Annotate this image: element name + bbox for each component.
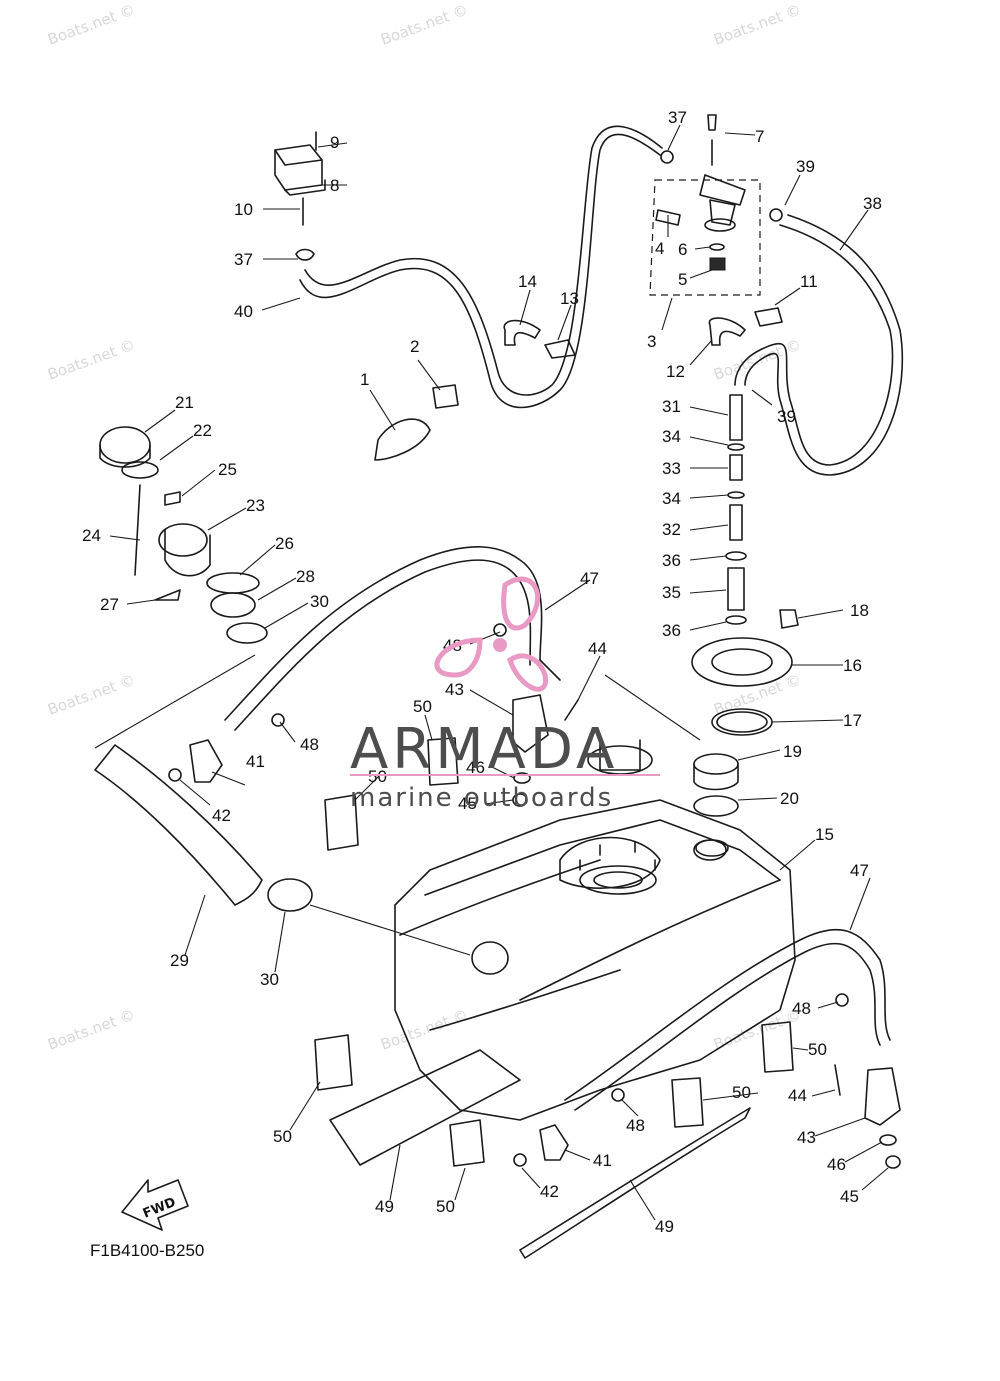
part-label: 30 [310,592,329,611]
part-label: 50 [413,697,432,716]
part-label: 48 [300,735,319,754]
fuel-hose-system [299,125,904,476]
brand-overlay: ARMADA marine outboards [350,576,660,813]
part-label: 32 [662,520,681,539]
bracket-parts [274,131,326,261]
part-label: 19 [783,742,802,761]
pads-and-sheets [314,737,794,1259]
watermark: Boats.net © [45,1006,137,1054]
leader-lines [94,124,889,1221]
part-label: 5 [678,270,687,289]
part-label: 24 [82,526,101,545]
part-label: 49 [655,1217,674,1236]
clamp-parts [374,307,783,461]
part-label: 48 [792,999,811,1018]
part-label: 31 [662,397,681,416]
part-label: 21 [175,393,194,412]
part-label: 30 [260,970,279,989]
filler-hose [94,744,471,956]
part-label: 14 [518,272,537,291]
part-label: 13 [560,289,579,308]
part-label: 17 [843,711,862,730]
part-label: 37 [234,250,253,269]
part-label: 1 [360,370,369,389]
part-label: 39 [796,157,815,176]
part-label: 22 [193,421,212,440]
part-label: 49 [375,1197,394,1216]
watermark: Boats.net © [711,336,803,384]
watermark: Boats.net © [45,671,137,719]
part-label: 35 [662,583,681,602]
part-label: 43 [797,1128,816,1147]
part-label: 37 [668,108,687,127]
watermark: Boats.net © [45,1,137,49]
part-label: 46 [827,1155,846,1174]
part-label: 3 [647,332,656,351]
watermark-layer: Boats.net © Boats.net © Boats.net © Boat… [45,1,803,1054]
part-label: 50 [273,1127,292,1146]
fuel-filter-assembly [649,114,783,296]
part-label: 47 [850,861,869,880]
part-label: 12 [666,362,685,381]
part-label: 34 [662,427,681,446]
diagram-code: F1B4100-B250 [90,1241,204,1260]
propeller-logo [434,576,548,692]
part-label: 50 [808,1040,827,1059]
part-label: 34 [662,489,681,508]
fuel-sender-parts [691,394,799,857]
part-labels: 1 2 3 4 5 6 7 8 9 10 11 12 13 14 15 16 1… [82,108,882,1236]
watermark: Boats.net © [711,1006,803,1054]
part-label: 27 [100,595,119,614]
tank-straps [168,546,901,1169]
part-label: 16 [843,656,862,675]
part-label: 42 [540,1182,559,1201]
part-label: 33 [662,459,681,478]
watermark: Boats.net © [45,336,137,384]
watermark: Boats.net © [378,1,470,49]
part-label: 46 [466,758,485,777]
part-label: 6 [678,240,687,259]
part-label: 44 [588,639,607,658]
brand-name: ARMADA [350,717,618,782]
part-label: 10 [234,200,253,219]
part-label: 29 [170,951,189,970]
part-label: 47 [580,569,599,588]
part-label: 50 [732,1083,751,1102]
part-label: 36 [662,551,681,570]
part-label: 26 [275,534,294,553]
part-label: 28 [296,567,315,586]
part-label: 44 [788,1086,807,1105]
part-label: 8 [330,176,339,195]
part-label: 7 [755,127,764,146]
filler-assembly [99,426,268,644]
part-label: 43 [445,680,464,699]
part-label: 45 [840,1187,859,1206]
watermark: Boats.net © [711,1,803,49]
part-label: 40 [234,302,253,321]
part-label: 15 [815,825,834,844]
part-label: 41 [246,752,265,771]
part-label: 4 [655,239,664,258]
part-label: 45 [458,794,477,813]
part-label: 36 [662,621,681,640]
watermark: Boats.net © [378,1006,470,1054]
part-label: 23 [246,496,265,515]
part-label: 48 [626,1116,645,1135]
part-label: 39 [777,407,796,426]
part-label: 42 [212,806,231,825]
part-label: 25 [218,460,237,479]
part-label: 50 [368,767,387,786]
part-label: 11 [800,272,818,291]
part-label: 41 [593,1151,612,1170]
part-label: 50 [436,1197,455,1216]
part-label: 20 [780,789,799,808]
part-label: 9 [330,133,339,152]
brand-tagline: marine outboards [350,783,613,813]
part-label: 18 [850,601,869,620]
part-label: 38 [863,194,882,213]
part-label: 2 [410,337,419,356]
forward-direction-arrow: FWD [121,1179,189,1231]
